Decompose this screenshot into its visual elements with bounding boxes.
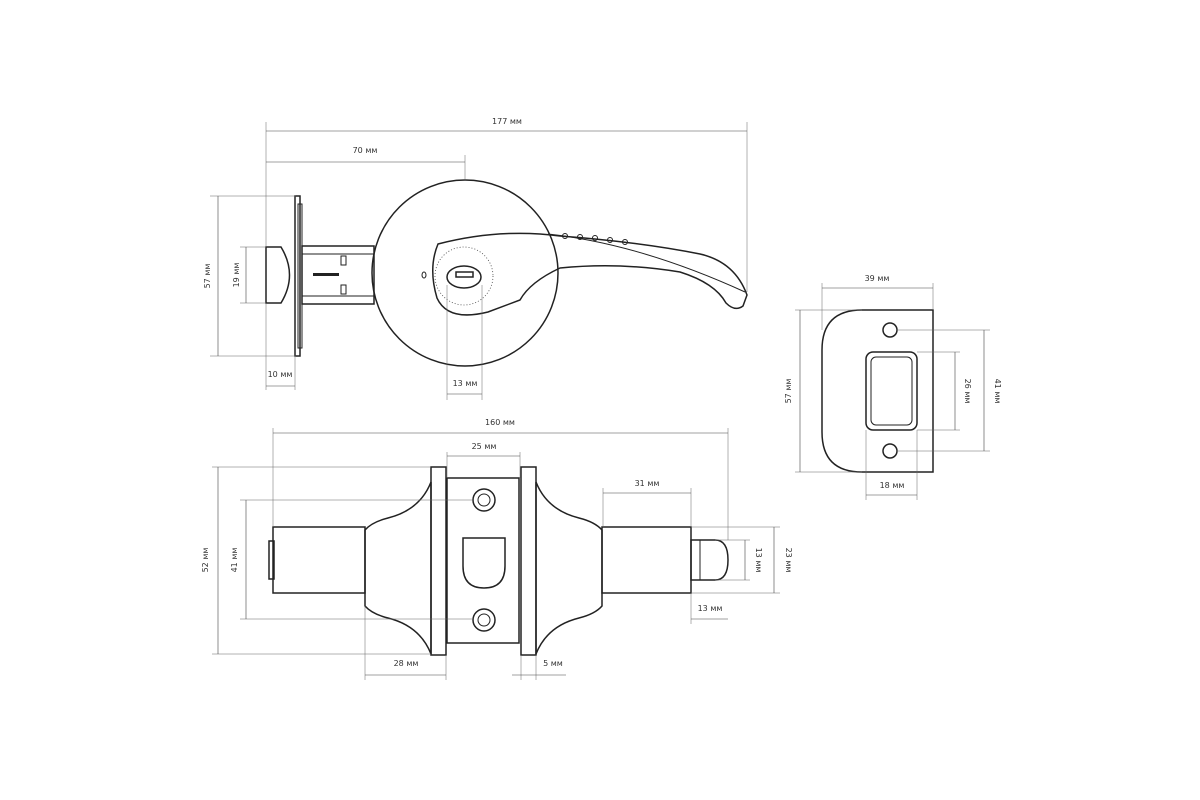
- latch-window-upper: [340, 255, 347, 266]
- rosette-cylinder-ring: [434, 246, 494, 306]
- dim-rose-depth: 28 мм: [394, 659, 419, 668]
- dim-strike-height: 57 мм: [784, 379, 793, 404]
- centre-screw-top-inner: [477, 493, 491, 507]
- dim-cylinder-width: 13 мм: [453, 379, 478, 388]
- right-rose: [535, 481, 603, 655]
- dim-strike-width: 39 мм: [865, 274, 890, 283]
- strike-screw-bottom: [882, 443, 898, 459]
- lever-grip-4: [607, 237, 613, 243]
- dim-strike-slot-width: 18 мм: [880, 481, 905, 490]
- dim-outer-height: 57 мм: [203, 264, 212, 289]
- dim-total-length: 177 мм: [492, 117, 522, 126]
- right-spindle: [601, 526, 692, 594]
- dim-body-length: 160 мм: [485, 418, 515, 427]
- dim-rosette-offset: 70 мм: [353, 146, 378, 155]
- centre-screw-bottom-inner: [477, 613, 491, 627]
- tail-piece: [690, 539, 729, 581]
- emergency-hole: [421, 271, 427, 279]
- dim-faceplate-offset: 10 мм: [268, 370, 293, 379]
- dim-strike-screw-spacing: 41 мм: [993, 379, 1002, 404]
- strike-plate-view: 39 мм 57 мм 26 мм 41 мм 18 мм: [784, 274, 1002, 500]
- centre-screw-bottom-outer: [472, 608, 496, 632]
- dim-plate-width: 25 мм: [472, 442, 497, 451]
- dim-spindle-length: 31 мм: [635, 479, 660, 488]
- left-spindle: [272, 526, 366, 594]
- lever-grip-5: [622, 239, 628, 245]
- lever-grip-2: [577, 234, 583, 240]
- faceplate: [294, 195, 301, 357]
- lever-edge: [547, 233, 746, 293]
- cylinder: [446, 265, 482, 289]
- latch-body: [301, 245, 375, 305]
- dim-tail-height: 13 мм: [754, 548, 763, 573]
- dim-tail-length: 13 мм: [698, 604, 723, 613]
- strike-slot: [865, 351, 918, 431]
- centre-screw-top-outer: [472, 488, 496, 512]
- strike-slot-inner: [870, 356, 913, 426]
- left-rose: [364, 481, 432, 655]
- dim-rose-height: 52 мм: [201, 548, 210, 573]
- dim-strike-slot-height: 26 мм: [963, 379, 972, 404]
- centre-plate: [446, 477, 520, 644]
- key-slot: [455, 271, 474, 278]
- dim-latch-height: 19 мм: [232, 263, 241, 288]
- dim-tail-outer-height: 23 мм: [784, 548, 793, 573]
- lever-handle-front-view: 177 мм 70 мм 57 мм 19 мм 10 мм 13 мм: [203, 117, 748, 400]
- left-spindle-cap: [268, 540, 275, 580]
- rosette: [371, 179, 559, 367]
- left-rose-plate: [430, 466, 447, 656]
- dim-rose-gap: 5 мм: [543, 659, 563, 668]
- strike-plate: [821, 309, 934, 473]
- latch-head: [265, 246, 291, 304]
- right-rose-plate: [520, 466, 537, 656]
- lock-side-view: 160 мм 25 мм 31 мм 52 мм 41 мм 13 мм 23 …: [201, 418, 793, 680]
- latch-slot: [313, 273, 339, 276]
- latch-opening: [462, 537, 506, 589]
- dim-body-height: 41 мм: [230, 548, 239, 573]
- lever-grip-3: [592, 235, 598, 241]
- lever: [432, 232, 748, 316]
- latch-window-lower: [340, 284, 347, 295]
- lever-grip-1: [562, 233, 568, 239]
- strike-screw-top: [882, 322, 898, 338]
